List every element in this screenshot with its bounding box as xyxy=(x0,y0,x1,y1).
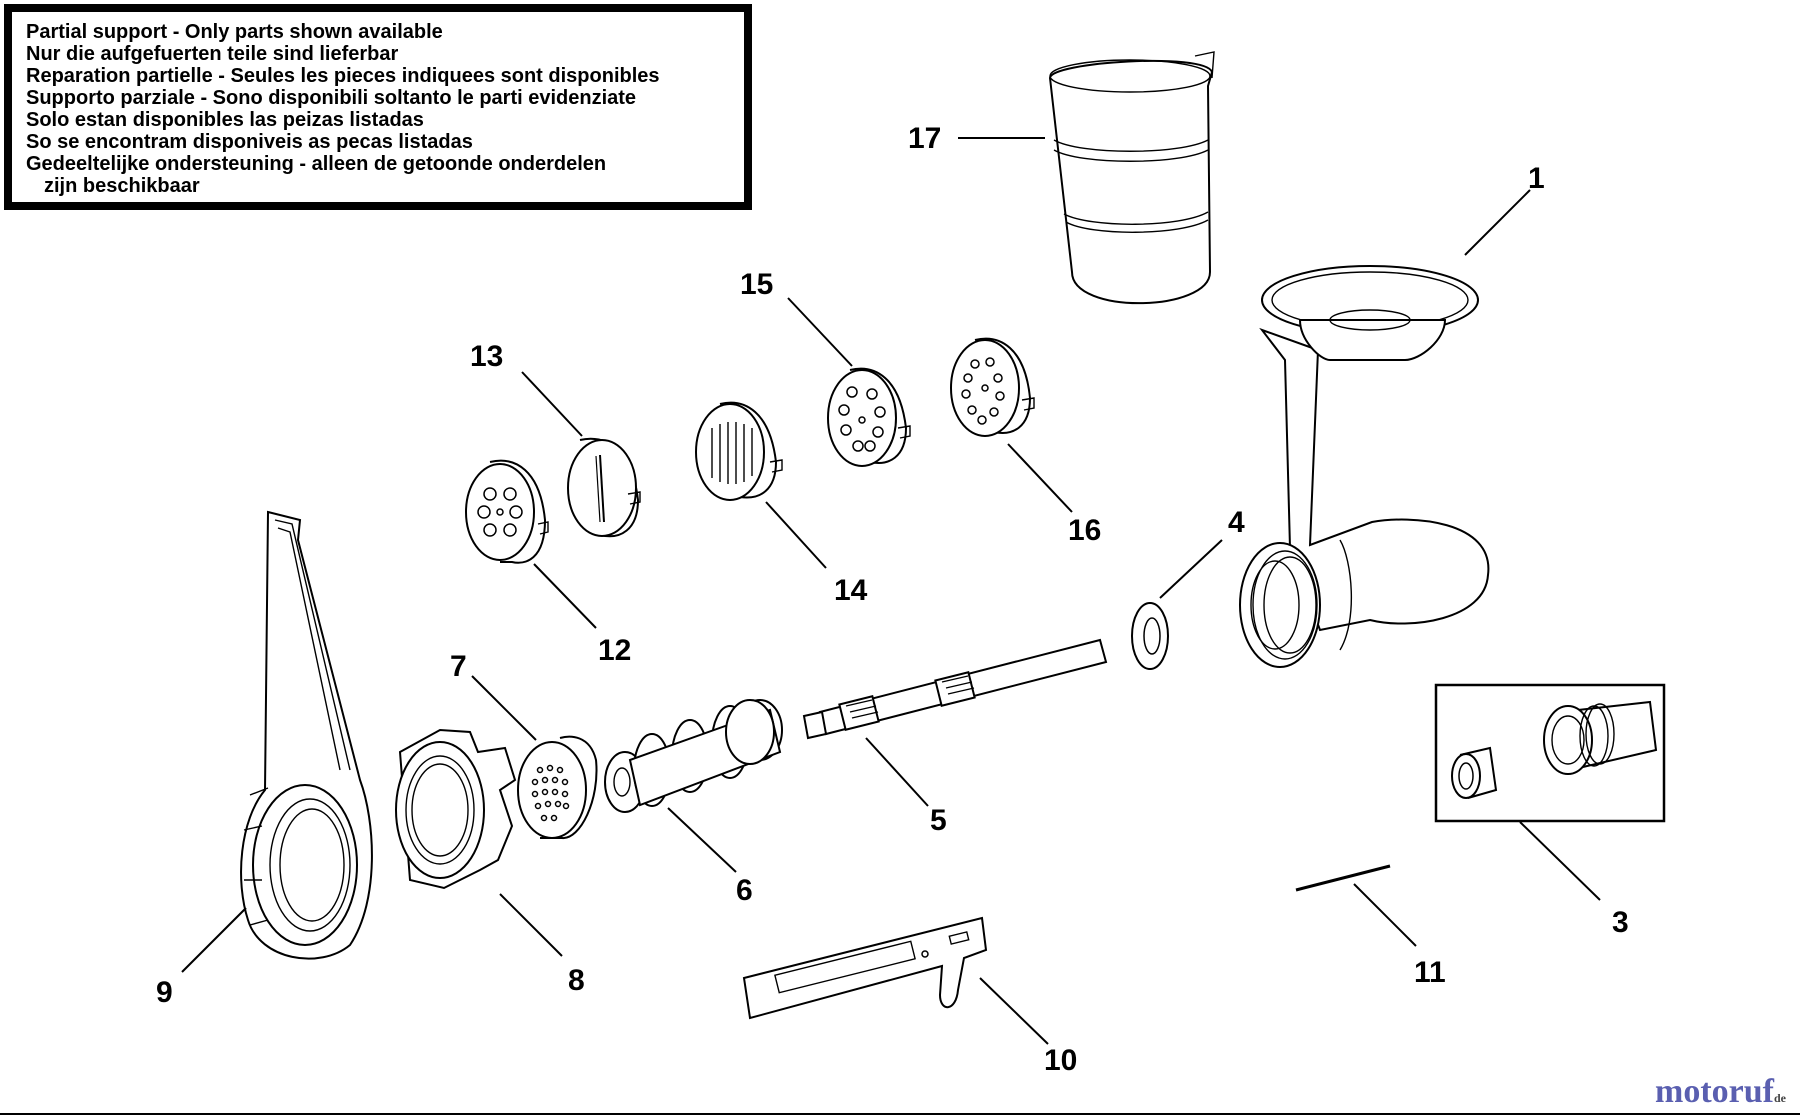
part-14-plate xyxy=(695,401,783,501)
callout-8: 8 xyxy=(568,964,585,997)
partial-support-notice: Partial support - Only parts shown avail… xyxy=(4,4,752,210)
leader-7 xyxy=(471,675,537,741)
part-16-plate xyxy=(950,337,1035,437)
callout-labels: 1 17 15 13 16 14 12 4 7 5 6 3 8 11 9 10 xyxy=(156,122,1629,1077)
leader-4 xyxy=(1159,539,1223,599)
notice-lines: Partial support - Only parts shown avail… xyxy=(26,21,660,197)
leader-lines xyxy=(181,137,1601,1045)
watermark-logo: motorufde xyxy=(1655,1073,1786,1111)
part-1-housing xyxy=(1239,265,1490,668)
leader-3 xyxy=(1519,821,1601,901)
callout-11: 11 xyxy=(1414,956,1446,989)
part-9-spanner xyxy=(240,510,373,960)
part-11-pin xyxy=(1295,864,1391,892)
callout-3: 3 xyxy=(1612,906,1629,939)
notice-line: Supporto parziale - Sono disponibili sol… xyxy=(26,87,637,109)
part-6-worm xyxy=(604,699,783,813)
callout-16: 16 xyxy=(1068,514,1101,547)
part-10-pusher xyxy=(742,916,988,1020)
callout-14: 14 xyxy=(834,574,868,607)
notice-line: Nur die aufgefuerten teile sind lieferba… xyxy=(26,43,399,65)
notice-line: Gedeeltelijke ondersteuning - alleen de … xyxy=(26,153,607,175)
callout-6: 6 xyxy=(736,874,753,907)
leader-9 xyxy=(181,907,247,973)
callout-7: 7 xyxy=(450,650,467,683)
leader-12 xyxy=(533,563,597,629)
leader-5 xyxy=(865,737,929,807)
leader-1 xyxy=(1464,189,1531,256)
part-4-washer xyxy=(1131,602,1169,670)
part-17-jug xyxy=(1048,51,1215,305)
watermark-text: motoruf xyxy=(1655,1073,1774,1110)
leader-6 xyxy=(667,807,737,873)
callout-4: 4 xyxy=(1228,506,1245,539)
notice-line: So se encontram disponiveis as pecas lis… xyxy=(26,131,473,153)
leader-8 xyxy=(499,893,563,957)
part-8-ring-nut xyxy=(395,728,517,890)
callout-13: 13 xyxy=(470,340,503,373)
callout-9: 9 xyxy=(156,976,173,1009)
notice-line: Solo estan disponibles las peizas listad… xyxy=(26,109,424,131)
part-15-plate xyxy=(827,367,911,467)
leader-14 xyxy=(765,501,827,569)
notice-line: Reparation partielle - Seules les pieces… xyxy=(26,65,660,87)
part-13-plate xyxy=(567,437,641,538)
part-5-shaft xyxy=(802,638,1108,740)
leader-11 xyxy=(1353,883,1417,947)
leader-15 xyxy=(787,297,853,367)
notice-line: zijn beschikbaar xyxy=(44,175,200,197)
leader-10 xyxy=(979,977,1049,1045)
callout-5: 5 xyxy=(930,804,947,837)
leader-16 xyxy=(1007,443,1073,513)
part-7-plate xyxy=(517,735,598,840)
callout-17: 17 xyxy=(908,122,941,155)
notice-line: Partial support - Only parts shown avail… xyxy=(26,21,443,43)
callout-10: 10 xyxy=(1044,1044,1077,1077)
callout-1: 1 xyxy=(1528,162,1545,195)
part-3-bushing-set xyxy=(1434,683,1666,823)
leader-13 xyxy=(521,371,583,437)
callout-12: 12 xyxy=(598,634,631,667)
callout-15: 15 xyxy=(740,268,773,301)
part-12-plate xyxy=(465,459,549,564)
watermark-suffix: de xyxy=(1774,1091,1786,1105)
